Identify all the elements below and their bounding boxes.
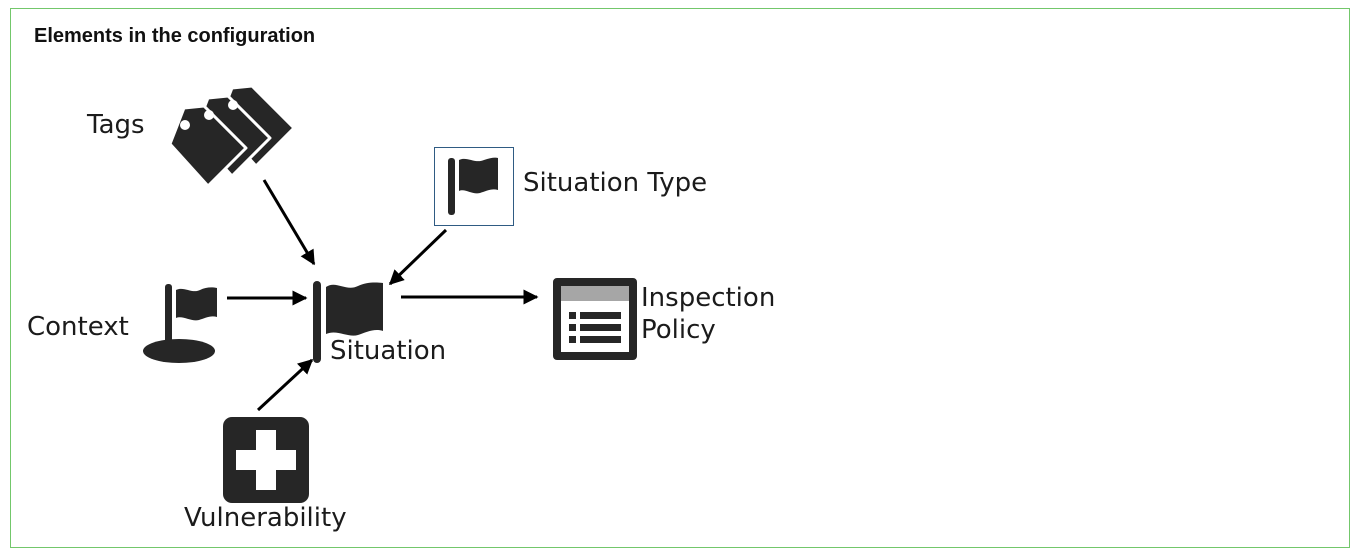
situation-label: Situation xyxy=(330,336,447,366)
context-label: Context xyxy=(27,312,129,342)
arrow-situation-type-to-situation xyxy=(388,228,448,286)
vulnerability-icon xyxy=(223,417,309,503)
situation-icon xyxy=(313,281,383,363)
inspection-policy-label-line1: Inspection xyxy=(641,283,776,313)
arrow-vulnerability-to-situation xyxy=(256,358,314,412)
inspection-policy-icon xyxy=(553,278,637,360)
situation-type-label: Situation Type xyxy=(523,168,708,198)
diagram-heading: Elements in the configuration xyxy=(34,25,316,47)
inspection-policy-label-line2: Policy xyxy=(641,315,716,345)
arrow-tags-to-situation xyxy=(262,179,316,266)
tags-icon xyxy=(168,84,296,188)
vulnerability-label: Vulnerability xyxy=(184,503,347,533)
situation-type-icon xyxy=(434,147,514,226)
connection-arrows xyxy=(227,179,539,412)
context-icon xyxy=(143,284,217,363)
tags-label: Tags xyxy=(87,110,145,140)
